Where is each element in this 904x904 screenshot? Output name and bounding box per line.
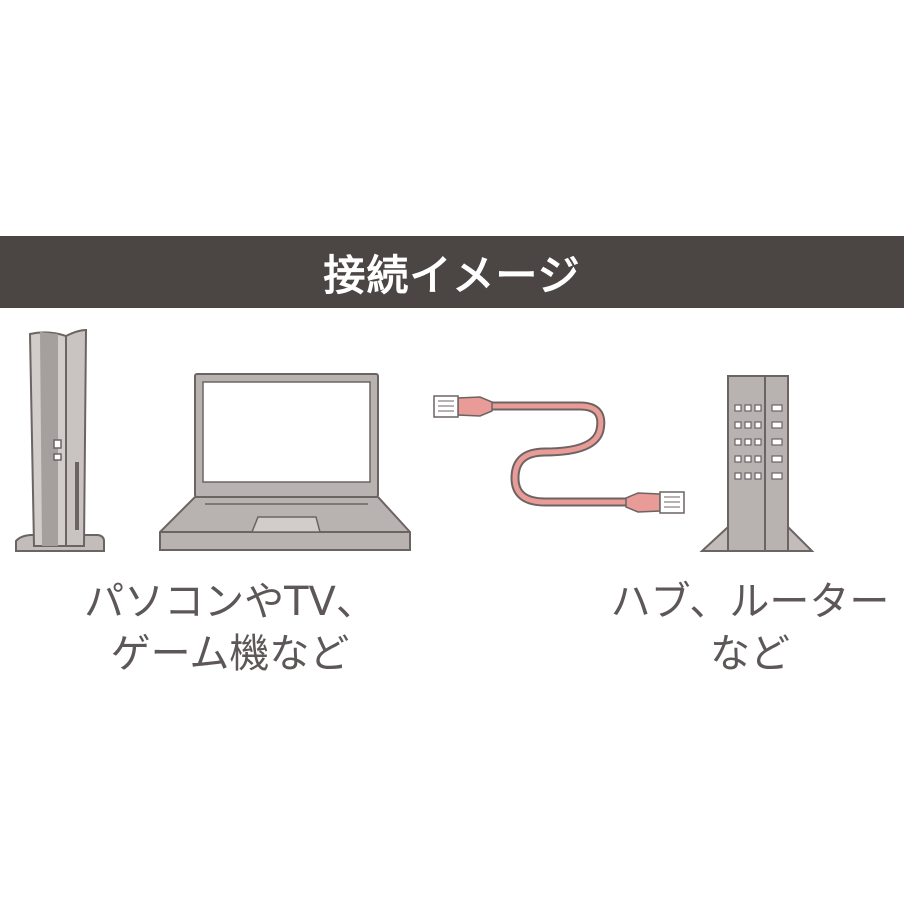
laptop-icon — [159, 373, 411, 551]
devices-caption-line-1: パソコンやTV、 — [84, 579, 376, 625]
banner-title: 接続イメージ — [323, 250, 581, 300]
network-caption-line-1: ハブ、ルーター — [610, 579, 890, 625]
network-caption-line-2: など — [710, 631, 790, 677]
title-banner: 接続イメージ — [0, 236, 904, 308]
router-icon — [699, 375, 815, 552]
lan-cable-icon — [433, 395, 685, 514]
devices-caption: パソコンやTV、 ゲーム機など — [40, 576, 420, 680]
devices-caption-line-2: ゲーム機など — [110, 631, 350, 677]
network-caption: ハブ、ルーター など — [600, 576, 900, 680]
game-console-icon — [15, 328, 105, 552]
